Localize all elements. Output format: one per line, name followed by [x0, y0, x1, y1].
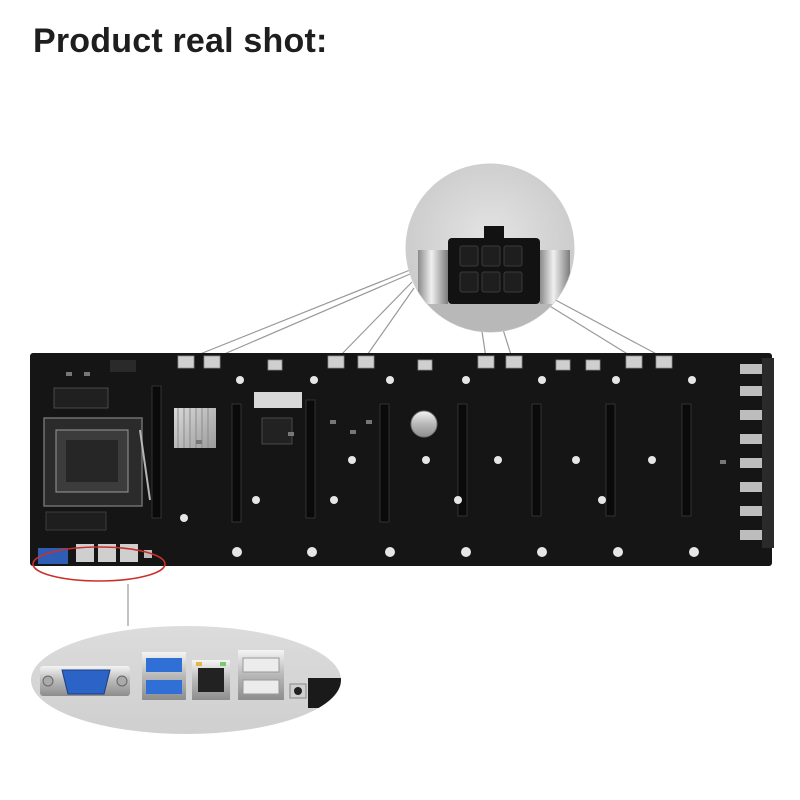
power-button	[289, 683, 307, 699]
board-power-connectors	[177, 355, 673, 371]
board-rear-io	[38, 544, 152, 564]
chipset-heatsink	[174, 408, 216, 448]
usb3-ports	[142, 652, 186, 700]
pcie-slots	[151, 385, 692, 523]
mounting-holes	[180, 376, 699, 557]
vga-port	[40, 666, 130, 696]
cpu-socket	[43, 417, 151, 507]
io-highlight-ring	[32, 546, 166, 582]
ethernet-port	[192, 660, 230, 700]
page-title: Product real shot:	[33, 22, 328, 60]
right-edge-headers	[740, 364, 762, 540]
cmos-battery	[410, 410, 438, 438]
motherboard	[30, 353, 774, 566]
callout-leader-lines	[127, 269, 665, 626]
io-panel-callout	[31, 626, 341, 734]
usb2-ports	[238, 650, 284, 700]
connector-callout	[405, 163, 575, 333]
